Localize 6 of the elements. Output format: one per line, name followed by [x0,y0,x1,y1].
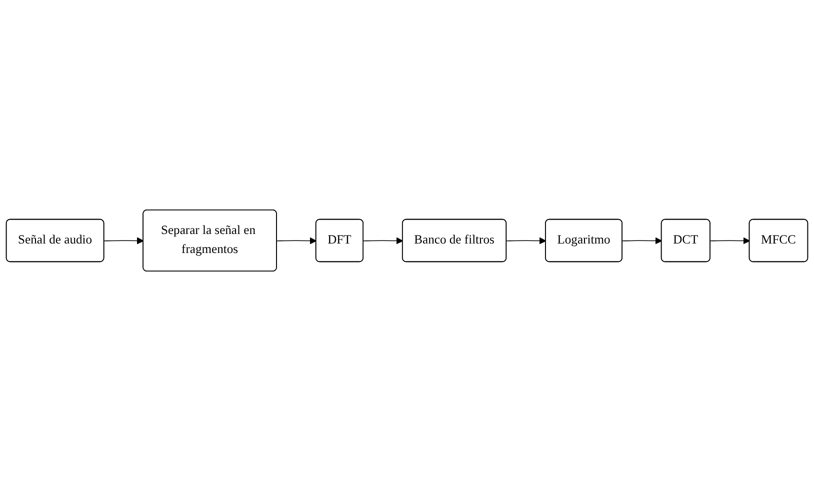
arrow [276,237,317,244]
arrow [710,237,750,244]
arrow [104,237,144,244]
arrow [622,237,662,244]
arrow [506,237,546,244]
arrow [363,237,404,244]
